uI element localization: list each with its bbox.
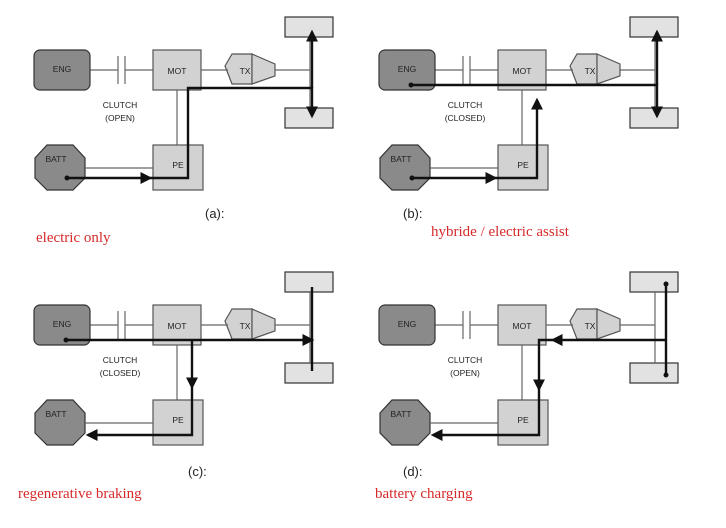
pe-block [497, 144, 549, 191]
front-wheel [284, 271, 334, 293]
panel-caption: (a): [205, 206, 225, 221]
engine-block [33, 49, 91, 91]
panel-a: ENG MOT TX BATT PE CLUTCH (OPEN) (a): el… [33, 16, 334, 246]
battery-block [379, 399, 431, 446]
clutch-label: CLUTCH [103, 355, 137, 365]
motor-label: MOT [168, 321, 187, 331]
panel-d: ENG MOT TX BATT PE CLUTCH (OPEN) (d): ba… [375, 271, 679, 502]
pe-block [152, 144, 204, 191]
mode-label: hybride / electric assist [431, 224, 570, 240]
clutch-label: CLUTCH [448, 355, 482, 365]
transmission-label: TX [240, 66, 251, 76]
clutch-state: (OPEN) [105, 113, 135, 123]
rear-wheel [629, 362, 679, 384]
motor-block [497, 49, 547, 91]
motor-block [497, 304, 547, 346]
battery-label: BATT [390, 409, 411, 419]
battery-block [34, 144, 86, 191]
transmission-label: TX [240, 321, 251, 331]
transmission-label: TX [585, 66, 596, 76]
clutch-state: (CLOSED) [445, 113, 486, 123]
power-flow [430, 389, 541, 441]
panel-c: ENG MOT TX BATT PE CLUTCH (CLOSED) (c): … [18, 271, 334, 502]
clutch-label: CLUTCH [103, 100, 137, 110]
panel-caption: (c): [188, 464, 207, 479]
engine-label: ENG [53, 319, 71, 329]
engine-block [378, 49, 436, 91]
pe-label: PE [172, 415, 184, 425]
panel-caption: (b): [403, 206, 423, 221]
pe-label: PE [517, 160, 529, 170]
transmission-cone [251, 308, 276, 340]
transmission-cone [251, 53, 276, 85]
battery-label: BATT [45, 154, 66, 164]
mode-label: electric only [36, 230, 111, 246]
pe-block [152, 399, 204, 446]
engine-block [33, 304, 91, 346]
battery-label: BATT [390, 154, 411, 164]
battery-block [34, 399, 86, 446]
transmission-cone [596, 308, 621, 340]
motor-label: MOT [513, 66, 532, 76]
front-wheel [284, 16, 334, 38]
rear-wheel [284, 362, 334, 384]
power-flow [533, 338, 553, 392]
transmission-cone [596, 53, 621, 85]
rear-wheel [629, 107, 679, 129]
mode-label: battery charging [375, 486, 473, 502]
transmission-block [224, 53, 253, 85]
rear-wheel [284, 107, 334, 129]
power-flow [150, 86, 318, 180]
panel-b: ENG MOT TX BATT PE CLUTCH (CLOSED) (b): … [378, 16, 679, 240]
transmission-label: TX [585, 321, 596, 331]
power-flow [85, 387, 194, 441]
clutch-state: (CLOSED) [100, 368, 141, 378]
motor-label: MOT [513, 321, 532, 331]
front-wheel [629, 271, 679, 293]
pe-label: PE [172, 160, 184, 170]
battery-label: BATT [45, 409, 66, 419]
panel-caption: (d): [403, 464, 423, 479]
engine-block [378, 304, 436, 346]
clutch-state: (OPEN) [450, 368, 480, 378]
battery-block [379, 144, 431, 191]
engine-label: ENG [398, 64, 416, 74]
power-flow [495, 97, 543, 180]
pe-label: PE [517, 415, 529, 425]
clutch-label: CLUTCH [448, 100, 482, 110]
flow-origin [64, 175, 70, 181]
front-wheel [629, 16, 679, 38]
mode-label: regenerative braking [18, 486, 142, 502]
engine-label: ENG [53, 64, 71, 74]
motor-label: MOT [168, 66, 187, 76]
engine-label: ENG [398, 319, 416, 329]
